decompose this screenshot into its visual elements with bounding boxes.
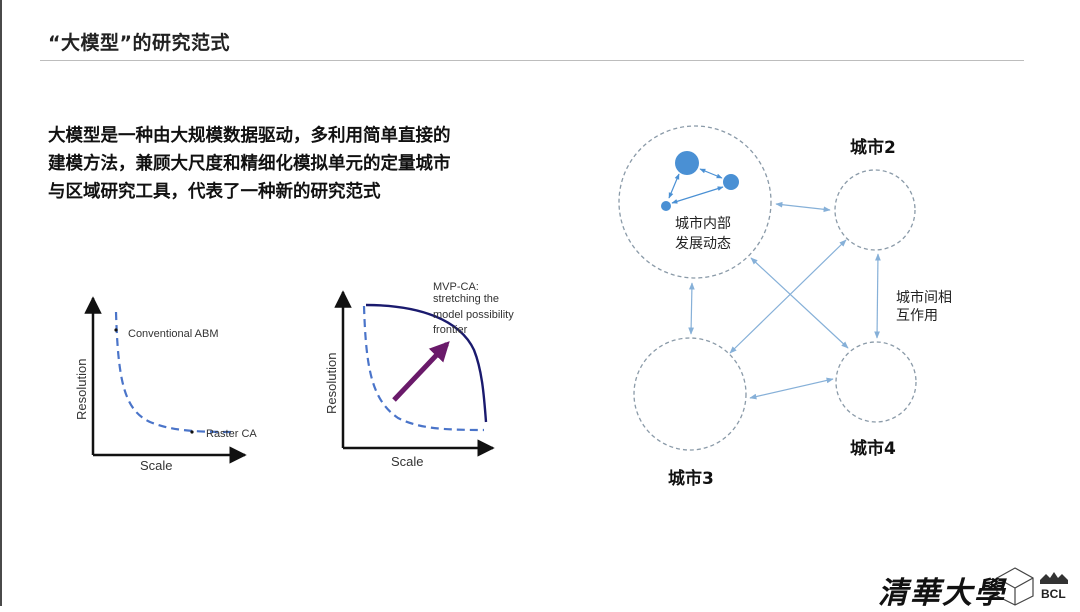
intro-line-3: 与区域研究工具，代表了一种新的研究范式 — [48, 182, 381, 202]
tsinghua-logo: 清華大學 — [878, 576, 1006, 611]
slide-title: “大模型”的研究范式 — [48, 32, 230, 54]
node-large — [675, 151, 699, 175]
link-city1-city3 — [688, 282, 695, 335]
intro-line-1: 大模型是一种由大规模数据驱动，多利用简单直接的 — [48, 126, 451, 146]
frontier-solid-right — [365, 303, 488, 423]
title-divider — [40, 60, 1024, 61]
label-raster-ca: Raster CA — [206, 428, 257, 440]
node-link-3 — [671, 186, 724, 204]
bcl-text: BCL — [1041, 587, 1066, 601]
x-label-left: Scale — [140, 458, 173, 473]
y-label-left: Resolution — [74, 359, 89, 420]
city-network-diagram: 城市内部 发展动态 城市2 城市3 城市4 城市间相 互作用 — [618, 125, 952, 489]
label-city4: 城市4 — [850, 438, 896, 459]
expansion-arrow — [392, 341, 450, 402]
city4-circle — [835, 341, 917, 423]
link-city2-city4 — [874, 253, 881, 339]
annotation-line-3: model possibility — [433, 309, 514, 321]
node-link-2 — [668, 173, 680, 199]
abm-point — [114, 328, 118, 332]
intro-text: 大模型是一种由大规模数据驱动，多利用简单直接的 建模方法，兼顾大尺度和精细化模拟… — [48, 122, 538, 206]
frontier-dashed-left — [114, 311, 233, 434]
intro-line-2: 建模方法，兼顾大尺度和精细化模拟单元的定量城市 — [48, 154, 451, 174]
inner-label-2: 发展动态 — [675, 236, 731, 252]
ca-point — [190, 430, 194, 434]
bcl-logo: BCL — [996, 567, 1068, 606]
link-city1-city4 — [750, 257, 849, 349]
interaction-label-1: 城市间相 — [896, 289, 952, 306]
tradeoff-chart-left: Conventional ABM Raster CA Resolution Sc… — [74, 296, 257, 473]
city1-circle — [618, 125, 772, 279]
left-border — [0, 0, 2, 606]
link-city3-city4 — [749, 377, 834, 400]
skyline-icon — [1040, 572, 1068, 584]
node-small — [661, 201, 671, 211]
annotation-line-2: stretching the — [433, 293, 499, 305]
annotation-line-4: frontier — [433, 324, 468, 336]
y-label-right: Resolution — [324, 353, 339, 414]
link-city2-city3 — [729, 239, 847, 354]
link-city1-city2 — [775, 201, 831, 213]
cube-icon — [996, 567, 1034, 606]
label-conventional-abm: Conventional ABM — [128, 328, 219, 340]
interaction-label-2: 互作用 — [896, 308, 938, 324]
city3-circle — [633, 337, 747, 451]
city2-circle — [834, 169, 916, 251]
node-medium — [723, 174, 739, 190]
annotation-line-1: MVP-CA: — [433, 281, 479, 293]
inner-label-1: 城市内部 — [675, 215, 731, 232]
node-link-1 — [699, 168, 723, 179]
tradeoff-chart-right: MVP-CA: stretching the model possibility… — [324, 281, 514, 469]
frontier-dashed-right — [362, 305, 485, 432]
label-city2: 城市2 — [850, 137, 896, 158]
label-city3: 城市3 — [668, 468, 714, 489]
cube-icon-inner — [996, 577, 1034, 605]
x-label-right: Scale — [391, 454, 424, 469]
